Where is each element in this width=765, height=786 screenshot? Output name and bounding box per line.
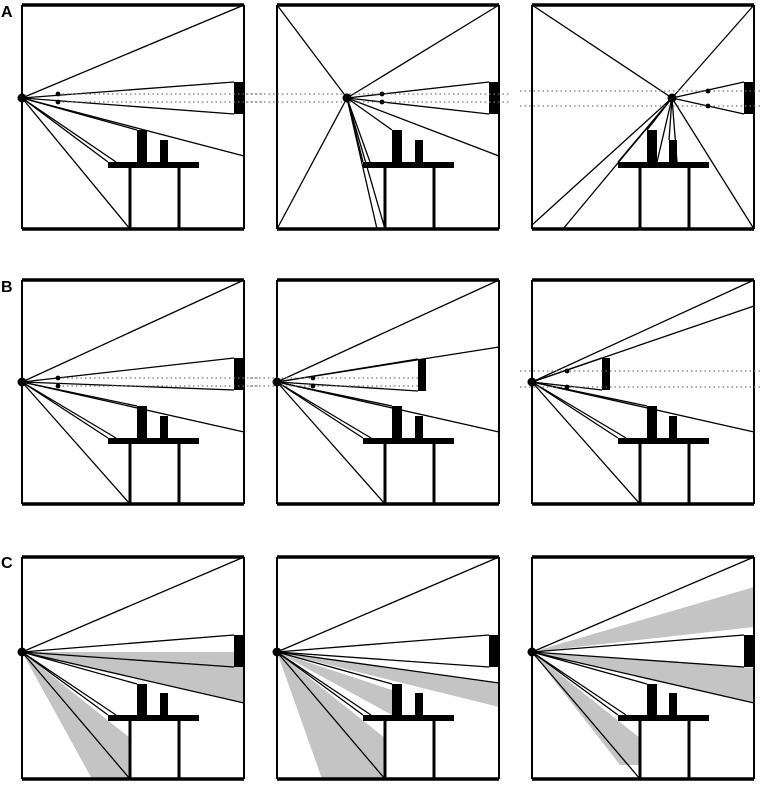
panel-b3	[520, 278, 760, 506]
panel-c2	[272, 555, 500, 781]
panel-a2	[246, 3, 510, 231]
panel-c1	[17, 555, 245, 781]
row-label-b: B	[1, 279, 13, 296]
panel-b2	[250, 278, 500, 506]
panel-a1	[17, 3, 265, 231]
target-screen	[234, 82, 243, 114]
row-label-a: A	[1, 4, 13, 21]
row-label-c: C	[1, 555, 13, 572]
panel-b1	[17, 278, 258, 506]
block-short	[160, 140, 168, 162]
panel-a3	[520, 3, 760, 231]
tabletop	[108, 162, 199, 168]
block-tall	[137, 130, 147, 162]
eye-dot	[17, 93, 27, 103]
panel-c3	[527, 555, 755, 781]
